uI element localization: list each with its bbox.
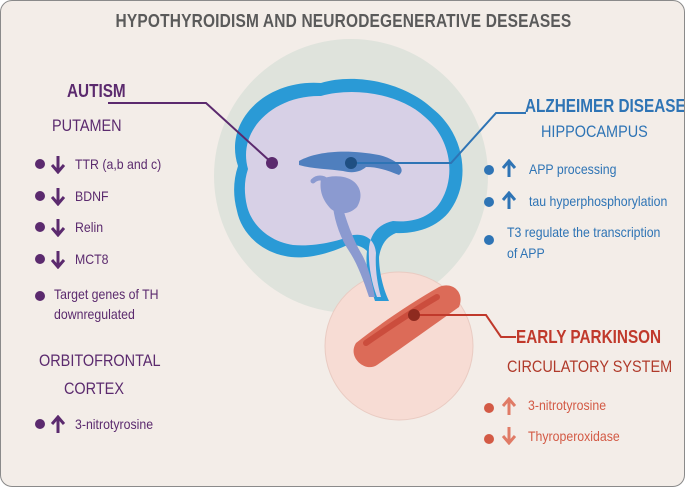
- autism-item-label: Target genes of TH: [54, 286, 159, 302]
- autism-item-label: TTR (a,b and c): [75, 156, 162, 172]
- up-arrow-icon: [502, 159, 516, 177]
- parkinson-item-label: 3-nitrotyrosine: [528, 397, 607, 413]
- bullet-dot: [35, 191, 45, 201]
- parkinson-item-label: Thyroperoxidase: [528, 428, 620, 444]
- brainstem-structure: [333, 201, 375, 297]
- up-arrow-icon: [51, 415, 65, 433]
- parkinson-pointer-dot: [408, 309, 420, 321]
- bullet-dot: [484, 434, 494, 444]
- autism-item-label: BDNF: [75, 188, 109, 204]
- autism-item-label: Relin: [75, 219, 104, 235]
- bullet-dot: [35, 254, 45, 264]
- orbitofrontal-item-label: 3-nitrotyrosine: [75, 416, 154, 432]
- autism-item-label: MCT8: [75, 251, 109, 267]
- bullet-dot: [484, 235, 494, 245]
- bullet-dot: [35, 419, 45, 429]
- alzheimer-item-label: T3 regulate the transcription: [507, 224, 661, 240]
- alzheimer-item-label: APP processing: [529, 161, 617, 177]
- orbitofrontal-region-line1: ORBITOFRONTAL: [39, 351, 161, 370]
- down-arrow-icon: [502, 427, 516, 445]
- down-arrow-icon: [51, 188, 65, 206]
- autism-heading: AUTISM: [67, 81, 126, 101]
- orbitofrontal-region-line2: CORTEX: [64, 379, 124, 398]
- alzheimer-heading: ALZHEIMER DISEASE: [525, 96, 685, 116]
- diagram-title: HYPOTHYROIDISM AND NEURODEGENERATIVE DES…: [115, 11, 572, 31]
- alzheimer-item-label: tau hyperphosphorylation: [529, 193, 668, 209]
- bullet-dot: [484, 197, 494, 207]
- alzheimer-item-label: of APP: [507, 245, 545, 261]
- bullet-dot: [484, 165, 494, 175]
- bullet-dot: [35, 159, 45, 169]
- autism-item-label: downregulated: [54, 306, 135, 322]
- down-arrow-icon: [51, 156, 65, 174]
- parkinson-heading: EARLY PARKINSON: [516, 327, 662, 347]
- blood-vessel: [353, 285, 461, 368]
- parkinson-region: CIRCULATORY SYSTEM: [507, 357, 673, 376]
- bullet-dot: [484, 403, 494, 413]
- up-arrow-icon: [502, 191, 516, 209]
- alzheimer-region: HIPPOCAMPUS: [541, 122, 648, 141]
- thalamus-structure: [320, 176, 361, 214]
- bullet-dot: [35, 291, 45, 301]
- up-arrow-icon: [502, 397, 516, 415]
- alzheimer-pointer-dot: [345, 157, 357, 169]
- autism-connector: [108, 102, 273, 164]
- down-arrow-icon: [51, 251, 65, 269]
- autism-pointer-dot: [266, 157, 278, 169]
- alzheimer-connector: [351, 112, 526, 164]
- autism-region: PUTAMEN: [52, 116, 122, 135]
- bullet-dot: [35, 222, 45, 232]
- parkinson-connector: [414, 314, 516, 338]
- down-arrow-icon: [51, 219, 65, 237]
